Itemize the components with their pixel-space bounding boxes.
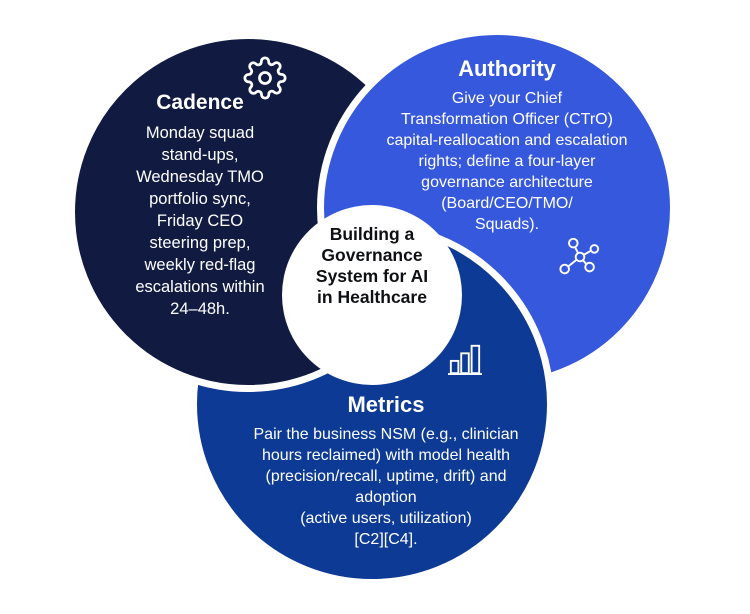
cadence-body: Monday squad stand-ups, Wednesday TMO po… — [135, 124, 265, 318]
metrics-body: Pair the business NSM (e.g., clinician h… — [253, 426, 519, 548]
authority-title: Authority — [458, 56, 556, 81]
gear-icon — [243, 56, 287, 100]
center-circle — [282, 205, 462, 385]
cadence-section: Cadence Monday squad stand-ups, Wednesda… — [88, 90, 312, 320]
metrics-title: Metrics — [347, 392, 425, 417]
diagram-main-title: Building a Governance System for AI in H… — [315, 224, 429, 307]
bar-chart-icon — [448, 340, 482, 378]
authority-body: Give your Chief Transformation Officer (… — [386, 90, 628, 233]
cadence-title: Cadence — [156, 91, 244, 114]
metrics-section: Metrics Pair the business NSM (e.g., cli… — [234, 392, 538, 550]
molecule-icon — [557, 236, 603, 278]
authority-section: Authority Give your Chief Transformation… — [367, 56, 647, 235]
